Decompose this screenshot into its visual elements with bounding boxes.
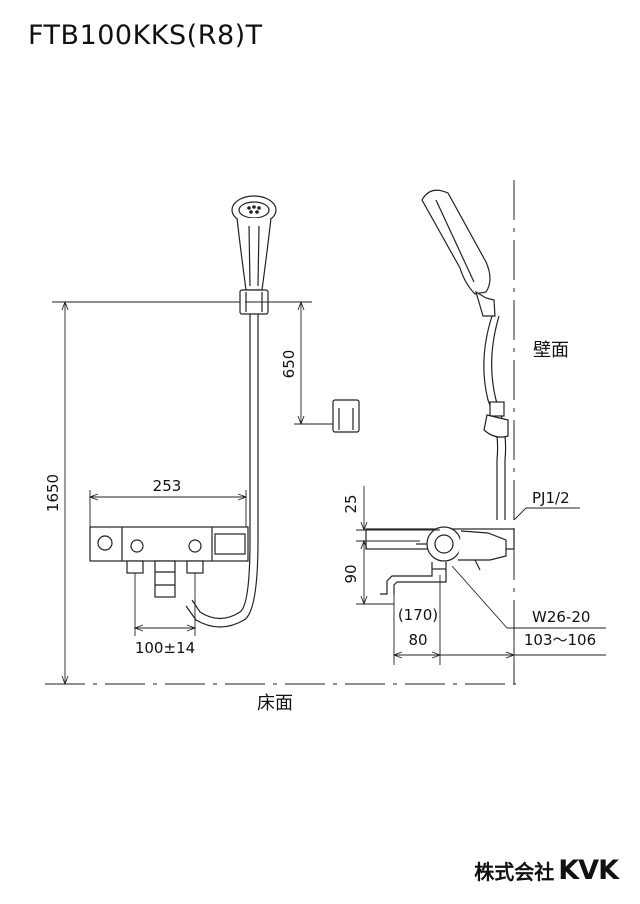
dim-253: 253 (153, 477, 182, 495)
front-dimensions (45, 300, 516, 686)
hose-front (191, 314, 251, 620)
side-dimensions (356, 486, 606, 665)
label-w: W26-20 (532, 608, 590, 626)
dim-25: 25 (342, 494, 360, 513)
model-title: FTB100KKS(R8)T (28, 20, 263, 51)
label-floor: 床面 (257, 693, 293, 714)
kvk-logo: 株式会社 KVK (474, 855, 619, 886)
label-wall: 壁面 (533, 340, 569, 361)
shower-head-front (231, 195, 277, 291)
dim-90: 90 (342, 564, 360, 583)
side-view (365, 180, 515, 684)
dim-170: (170) (398, 606, 438, 624)
dim-650: 650 (280, 350, 298, 379)
dim-80: 80 (408, 631, 427, 649)
logo-company: 株式会社 (474, 860, 555, 884)
dim-1650: 1650 (44, 474, 62, 512)
faucet-body-front (89, 526, 249, 598)
logo-brand: KVK (558, 855, 619, 886)
dim-100: 100±14 (135, 639, 195, 657)
label-pj: PJ1/2 (532, 489, 570, 507)
holder-lower (332, 399, 360, 433)
front-view (89, 195, 360, 628)
dim-103-106: 103～106 (524, 631, 596, 649)
